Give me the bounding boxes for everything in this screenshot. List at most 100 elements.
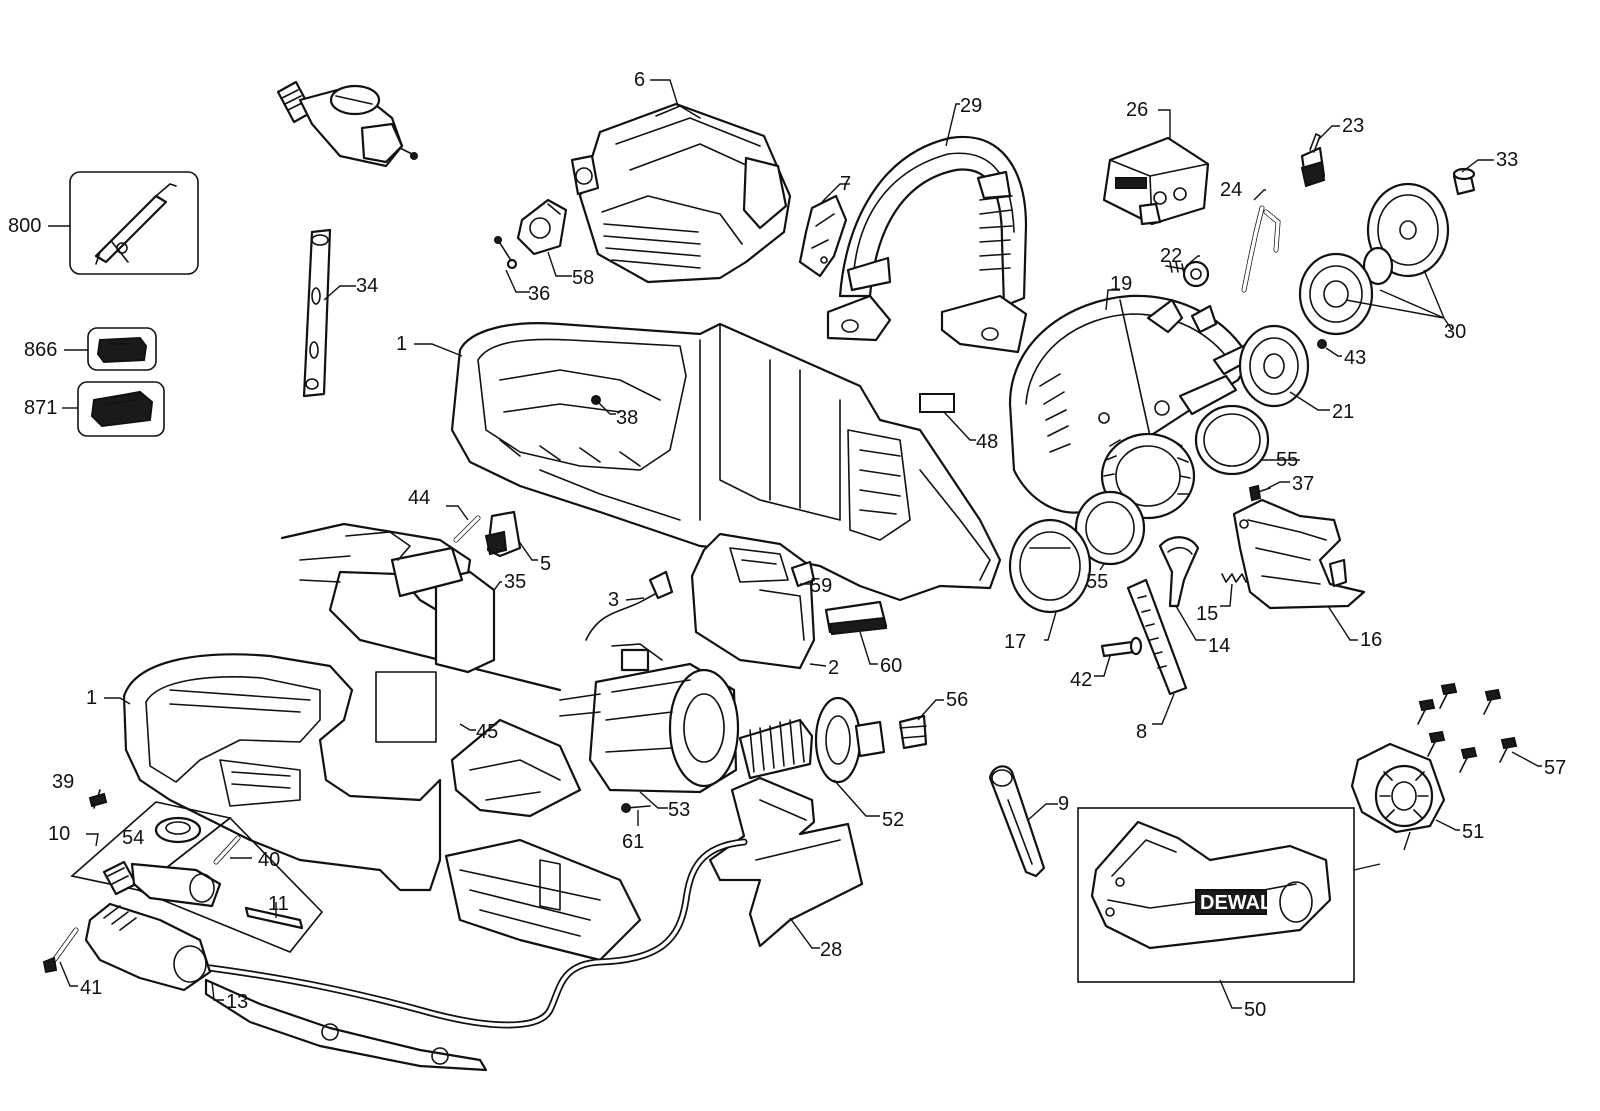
callout-29: 29 xyxy=(960,95,982,117)
part-50-guard-assembly: DEWALT xyxy=(1077,807,1355,983)
part-13-cord-end xyxy=(84,902,488,1072)
callout-50: 50 xyxy=(1244,999,1266,1021)
part-8-rail xyxy=(1126,578,1188,696)
callout-15: 15 xyxy=(1196,603,1218,625)
callout-35: 35 xyxy=(504,571,526,593)
part-24-spring xyxy=(1241,205,1281,293)
callout-10: 10 xyxy=(48,823,70,845)
part-29-front-handle xyxy=(826,135,1028,354)
part-11-strip xyxy=(244,906,304,930)
callout-26: 26 xyxy=(1126,99,1148,121)
callout-41: 41 xyxy=(80,977,102,999)
callout-2: 2 xyxy=(828,657,839,679)
callout-39: 39 xyxy=(52,771,74,793)
callout-30: 30 xyxy=(1444,321,1466,343)
callout-38: 38 xyxy=(616,407,638,429)
part-17-washer xyxy=(1008,518,1092,614)
part-57-screws xyxy=(1417,682,1518,773)
part-23-screw xyxy=(1300,133,1326,188)
part-60-plate xyxy=(824,600,888,636)
part-5-trigger-lock xyxy=(484,510,522,558)
part-10-fitting xyxy=(102,860,222,908)
part-14-lever xyxy=(1158,536,1200,608)
part-9-handle-bar xyxy=(988,765,1046,878)
guard-brand-text: DEWALT xyxy=(1200,892,1283,914)
callout-52: 52 xyxy=(882,809,904,831)
callout-53: 53 xyxy=(668,799,690,821)
callout-14: 14 xyxy=(1208,635,1230,657)
part-6-motor-cover xyxy=(570,102,792,284)
part-39-screw xyxy=(88,789,108,809)
part-22-bolt xyxy=(1165,260,1210,288)
part-871-battery xyxy=(77,381,165,437)
part-15-spring xyxy=(1221,573,1247,583)
callout-44: 44 xyxy=(408,487,430,509)
callout-55-upper: 55 xyxy=(1276,449,1298,471)
callout-8: 8 xyxy=(1136,721,1147,743)
part-cord-connector-top xyxy=(276,80,418,168)
part-41-bolt xyxy=(42,927,79,974)
callout-36: 36 xyxy=(528,283,550,305)
part-30-flange-set xyxy=(1298,182,1450,336)
callout-55-lower: 55 xyxy=(1086,571,1108,593)
part-54-knob xyxy=(154,816,202,844)
callout-43: 43 xyxy=(1344,347,1366,369)
callout-13: 13 xyxy=(226,991,248,1013)
callout-7: 7 xyxy=(840,173,851,195)
part-36-screw xyxy=(494,236,518,270)
callout-23: 23 xyxy=(1342,115,1364,137)
part-28-base-bracket xyxy=(708,776,864,948)
callout-1-lower: 1 xyxy=(86,687,97,709)
part-16-depth-bracket xyxy=(1232,498,1366,610)
callout-3: 3 xyxy=(608,589,619,611)
callout-866: 866 xyxy=(24,339,57,361)
callout-9: 9 xyxy=(1058,793,1069,815)
callout-33: 33 xyxy=(1496,149,1518,171)
callout-57: 57 xyxy=(1544,757,1566,779)
callout-22: 22 xyxy=(1160,245,1182,267)
callout-40: 40 xyxy=(258,849,280,871)
callout-51: 51 xyxy=(1462,821,1484,843)
callout-11: 11 xyxy=(268,893,289,915)
part-800-cord-adapter xyxy=(69,171,199,275)
callout-56: 56 xyxy=(946,689,968,711)
callout-19: 19 xyxy=(1110,273,1132,295)
part-61-screw xyxy=(621,803,651,813)
part-51-gear-head xyxy=(1350,742,1446,834)
part-43-pin xyxy=(1317,339,1327,349)
part-42-bolt xyxy=(1100,636,1143,658)
callout-16: 16 xyxy=(1360,629,1382,651)
part-26-lock-knob xyxy=(1102,136,1210,226)
part-33-bolt xyxy=(1452,167,1476,196)
part-59-switch xyxy=(790,560,816,588)
part-40-pin xyxy=(213,835,241,865)
part-52-armature xyxy=(738,696,886,784)
callout-1-upper: 1 xyxy=(396,333,407,355)
part-56-fan xyxy=(898,714,928,750)
part-53-motor xyxy=(559,648,740,794)
part-37-screw xyxy=(1248,484,1271,502)
callout-58: 58 xyxy=(572,267,594,289)
callout-45: 45 xyxy=(476,721,498,743)
callout-61: 61 xyxy=(622,831,644,853)
part-3-wire-set xyxy=(585,570,674,661)
callout-800: 800 xyxy=(8,215,41,237)
part-58-switch xyxy=(516,198,568,256)
callout-59: 59 xyxy=(810,575,832,597)
callout-60: 60 xyxy=(880,655,902,677)
part-7-bracket xyxy=(798,194,848,278)
callout-17: 17 xyxy=(1004,631,1026,653)
callout-48: 48 xyxy=(976,431,998,453)
part-55-seal-a xyxy=(1194,404,1270,476)
part-34-wrench xyxy=(302,228,332,398)
part-1-housing-upper xyxy=(450,322,1002,602)
part-44-pin xyxy=(453,515,481,543)
callout-42: 42 xyxy=(1070,669,1092,691)
part-48-label xyxy=(919,393,955,413)
callout-871: 871 xyxy=(24,397,57,419)
part-866-battery xyxy=(87,327,157,371)
callout-28: 28 xyxy=(820,939,842,961)
callout-5: 5 xyxy=(540,553,551,575)
